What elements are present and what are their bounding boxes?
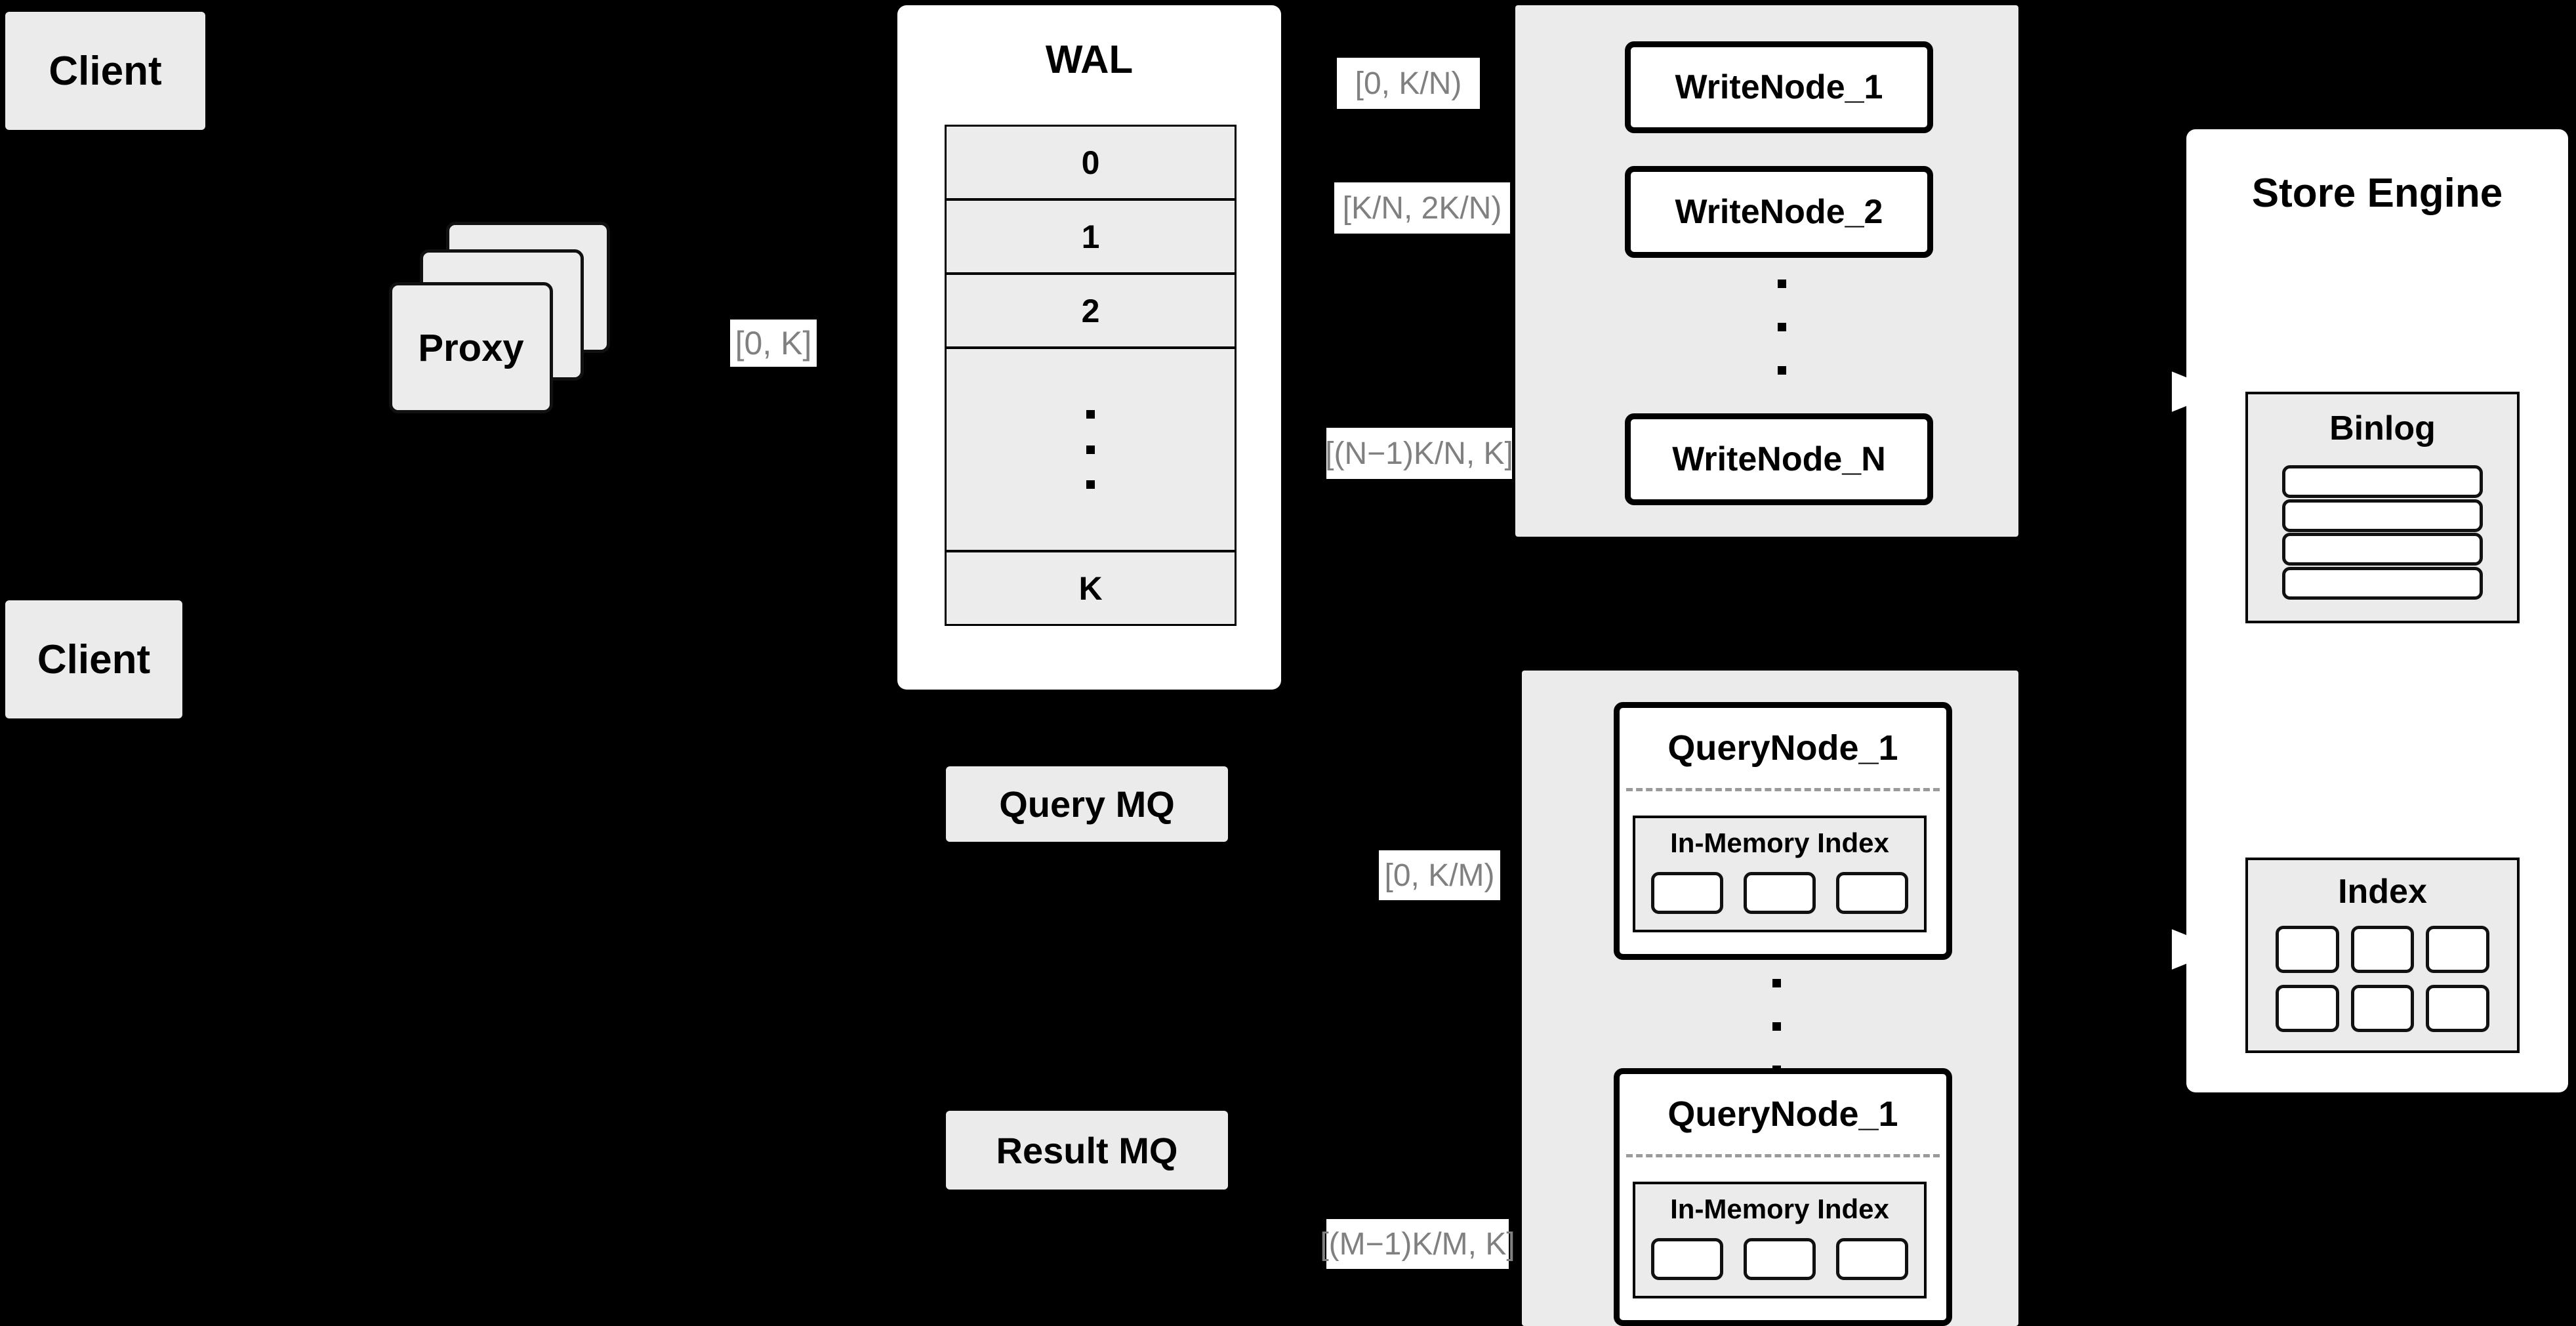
index-cell[interactable] (2276, 926, 2339, 973)
index-box: Index (2245, 858, 2520, 1053)
query-node-1[interactable]: QueryNode_1 In-Memory Index (1614, 702, 1952, 960)
wal-row[interactable]: 1 (945, 199, 1237, 274)
edge-label-write-1: [0, K/N) (1337, 58, 1480, 109)
query-node-m[interactable]: QueryNode_1 In-Memory Index (1614, 1068, 1952, 1326)
client-label: Client (37, 636, 151, 682)
write-node-2[interactable]: WriteNode_2 (1625, 166, 1933, 258)
write-node-group: WriteNode_1 WriteNode_2 WriteNode_N (1515, 5, 2018, 537)
edge-label-query-1: [0, K/M) (1379, 850, 1500, 900)
binlog-row[interactable] (2282, 499, 2483, 532)
index-cell[interactable] (2350, 985, 2415, 1032)
write-node-label: WriteNode_N (1672, 440, 1886, 478)
write-node-label: WriteNode_1 (1675, 68, 1883, 106)
wal-table: 0 1 2 K (945, 125, 1237, 627)
segment-row (1651, 1238, 1908, 1281)
binlog-title: Binlog (2329, 409, 2436, 447)
query-node-divider (1626, 788, 1940, 791)
edge-label-text: [0, K/M) (1384, 858, 1495, 893)
index-grid (2276, 926, 2489, 1032)
query-mq-label: Query MQ (999, 783, 1175, 825)
wal-row-label: 1 (1081, 218, 1100, 255)
in-memory-index-m: In-Memory Index (1633, 1182, 1927, 1298)
proxy-layer-front[interactable]: Proxy (389, 282, 553, 413)
binlog-row[interactable] (2282, 533, 2483, 566)
query-node-label: QueryNode_1 (1667, 728, 1898, 768)
wal-row[interactable]: K (945, 550, 1237, 626)
index-cell[interactable] (2276, 985, 2339, 1032)
edge-label-text: [(N−1)K/N, K] (1325, 436, 1513, 471)
edge-label-text: [(M−1)K/M, K] (1320, 1226, 1515, 1262)
client-box-2[interactable]: Client (5, 600, 182, 718)
index-segment-cell[interactable] (1836, 1238, 1908, 1280)
binlog-rows (2282, 465, 2483, 600)
vertical-dots-icon (1086, 410, 1095, 489)
client-label: Client (49, 48, 162, 94)
edge-label-query-m: [(M−1)K/M, K] (1320, 1219, 1515, 1269)
edge-label-text: [0, K] (735, 325, 812, 362)
store-engine-panel: Store Engine Binlog Index (2186, 129, 2568, 1092)
edge-label-text: [0, K/N) (1355, 66, 1462, 101)
query-node-group: QueryNode_1 In-Memory Index QueryNode_1 … (1522, 671, 2018, 1326)
index-segment-cell[interactable] (1651, 1238, 1723, 1280)
in-memory-index-label: In-Memory Index (1670, 1193, 1889, 1224)
in-memory-index-label: In-Memory Index (1670, 827, 1889, 858)
segment-row (1651, 872, 1908, 915)
binlog-box: Binlog (2245, 392, 2520, 623)
index-segment-cell[interactable] (1744, 1238, 1816, 1280)
in-memory-index-1: In-Memory Index (1633, 816, 1927, 932)
write-node-label: WriteNode_2 (1675, 193, 1883, 231)
edge-label-write-n: [(N−1)K/N, K] (1325, 428, 1513, 479)
index-segment-cell[interactable] (1744, 872, 1816, 914)
wal-row[interactable]: 2 (945, 273, 1237, 348)
proxy-stack[interactable]: Proxy (377, 217, 666, 426)
binlog-row[interactable] (2282, 465, 2483, 498)
index-segment-cell[interactable] (1651, 872, 1723, 914)
edge-label-text: [K/N, 2K/N) (1342, 190, 1502, 226)
query-mq-box[interactable]: Query MQ (946, 766, 1228, 842)
index-title: Index (2338, 873, 2427, 911)
binlog-row[interactable] (2282, 566, 2483, 600)
result-mq-box[interactable]: Result MQ (946, 1111, 1228, 1190)
wal-row[interactable]: 0 (945, 125, 1237, 200)
query-node-ellipsis-icon (1770, 979, 1783, 1074)
index-cell[interactable] (2426, 985, 2489, 1032)
client-box-1[interactable]: Client (5, 12, 205, 130)
write-node-n[interactable]: WriteNode_N (1625, 413, 1933, 505)
write-node-ellipsis-icon (1775, 280, 1788, 375)
wal-row-ellipsis (945, 347, 1237, 552)
wal-panel: WAL 0 1 2 K (897, 5, 1281, 690)
wal-row-label: 2 (1081, 292, 1100, 329)
query-node-label: QueryNode_1 (1667, 1094, 1898, 1134)
index-cell[interactable] (2350, 926, 2415, 973)
wal-row-label: K (1078, 570, 1103, 607)
edge-label-write-2: [K/N, 2K/N) (1334, 182, 1510, 234)
proxy-label: Proxy (418, 326, 524, 369)
wal-row-label: 0 (1081, 144, 1100, 181)
query-node-divider (1626, 1154, 1940, 1157)
edge-label-proxy-to-wal: [0, K] (730, 320, 817, 367)
index-segment-cell[interactable] (1836, 872, 1908, 914)
write-node-1[interactable]: WriteNode_1 (1625, 41, 1933, 133)
wal-title: WAL (1045, 37, 1134, 81)
result-mq-label: Result MQ (996, 1129, 1178, 1171)
index-cell[interactable] (2426, 926, 2489, 973)
store-engine-title: Store Engine (2251, 171, 2503, 216)
